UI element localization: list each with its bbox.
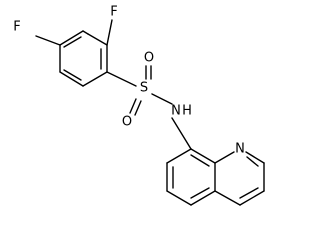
oxygen-atom-bottom: O xyxy=(122,115,132,130)
double-bond-s-o-bottom xyxy=(134,100,142,116)
double-bond-inner xyxy=(239,187,259,199)
bond xyxy=(214,151,235,164)
bond xyxy=(166,190,192,206)
double-bond-s-o-bottom xyxy=(129,98,137,114)
double-bond-inner xyxy=(190,187,210,199)
bond xyxy=(190,190,216,206)
bond-c-f-top xyxy=(106,19,113,46)
quinoline-benzo-ring xyxy=(166,148,216,206)
bond xyxy=(87,33,108,46)
bond xyxy=(245,151,265,164)
bond xyxy=(190,148,216,164)
double-bond-inner xyxy=(63,69,82,81)
double-bond-inner xyxy=(246,156,259,167)
sulfonyl-group xyxy=(129,65,173,116)
hydrogen-atom-amide: H xyxy=(182,104,192,119)
bond xyxy=(59,71,84,87)
bond xyxy=(214,190,241,206)
double-bond-inner xyxy=(63,36,82,48)
quinoline-pyridine-ring xyxy=(214,151,265,206)
bond xyxy=(82,30,89,35)
bond xyxy=(82,71,108,87)
bond-n-c8 xyxy=(171,117,192,150)
bond-c-s xyxy=(106,71,137,87)
fluorine-atom-left: F xyxy=(13,20,20,35)
sulfur-atom: S xyxy=(140,81,148,96)
bond xyxy=(239,190,265,206)
nitrogen-atom-ring: N xyxy=(235,142,245,157)
fluorine-atom-top: F xyxy=(110,5,117,20)
bond-c-f-left xyxy=(35,35,61,46)
molecule-structure-diagram: F F S O O N H N xyxy=(13,5,265,206)
bond-s-n xyxy=(151,93,173,105)
double-bond-inner xyxy=(190,154,210,167)
difluorophenyl-ring xyxy=(35,19,137,87)
oxygen-atom-top: O xyxy=(144,51,154,66)
bond xyxy=(59,30,84,46)
bond xyxy=(166,148,192,164)
nitrogen-atom-amide: N xyxy=(171,104,181,119)
